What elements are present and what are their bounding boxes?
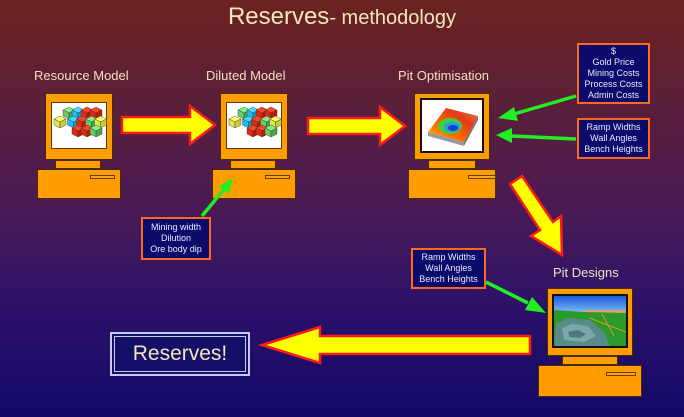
block-cube xyxy=(269,115,282,129)
block-cube xyxy=(76,115,89,129)
geotech-optimisation-inputs-box: Ramp Widths Wall Angles Bench Heights xyxy=(577,118,650,159)
title-sub: - methodology xyxy=(329,7,457,29)
geotech-input: Bench Heights xyxy=(419,274,478,284)
block-cube xyxy=(228,115,242,129)
reserves-result-box: Reserves! xyxy=(110,332,250,376)
geotech-input: Wall Angles xyxy=(590,133,637,143)
pit-shell-surface-plot xyxy=(420,98,484,153)
pit-designs-label: Pit Designs xyxy=(553,265,619,280)
flow-arrow-diluted-to-optimisation xyxy=(306,104,408,148)
resource-model-label: Resource Model xyxy=(34,68,129,83)
dilution-input: Ore body dip xyxy=(150,244,202,254)
geotech-design-inputs-box: Ramp Widths Wall Angles Bench Heights xyxy=(411,248,486,289)
input-arrow-geotech-optimisation xyxy=(496,128,577,143)
economic-input: Mining Costs xyxy=(587,68,640,78)
title-main: Reserves xyxy=(227,3,330,30)
input-arrow-geotech-design xyxy=(485,280,546,313)
block-cube xyxy=(264,124,278,138)
flow-arrow-optimisation-to-designs xyxy=(508,174,564,258)
diluted-model-label: Diluted Model xyxy=(206,68,286,83)
dilution-inputs-box: Mining width Dilution Ore body dip xyxy=(141,217,211,260)
economic-input: Gold Price xyxy=(592,57,635,67)
economic-input: Admin Costs xyxy=(587,90,640,100)
geotech-input: Wall Angles xyxy=(425,263,472,273)
reserves-label: Reserves! xyxy=(132,342,228,365)
dilution-input: Mining width xyxy=(150,222,202,232)
economic-input: $ xyxy=(610,46,616,56)
block-model-cubes-icon xyxy=(226,102,282,149)
block-cube xyxy=(53,115,67,129)
block-cube xyxy=(94,115,107,129)
dilution-input: Dilution xyxy=(160,233,191,243)
geotech-input: Bench Heights xyxy=(584,144,643,154)
input-arrow-dilution xyxy=(200,178,233,218)
pit-optimisation-label: Pit Optimisation xyxy=(398,68,490,83)
block-cube xyxy=(89,124,103,138)
flow-arrow-designs-to-reserves xyxy=(257,325,532,365)
economic-inputs-box: $ Gold Price Mining Costs Process Costs … xyxy=(577,43,650,104)
slide-title: Reserves- methodology xyxy=(0,3,684,31)
geotech-input: Ramp Widths xyxy=(421,252,476,262)
block-model-cubes-icon xyxy=(51,102,107,149)
3d-pit-render xyxy=(552,294,628,348)
flow-arrow-resource-to-diluted xyxy=(120,103,218,147)
economic-input: Process Costs xyxy=(584,79,643,89)
input-arrow-economic xyxy=(498,94,577,121)
geotech-input: Ramp Widths xyxy=(586,122,641,132)
